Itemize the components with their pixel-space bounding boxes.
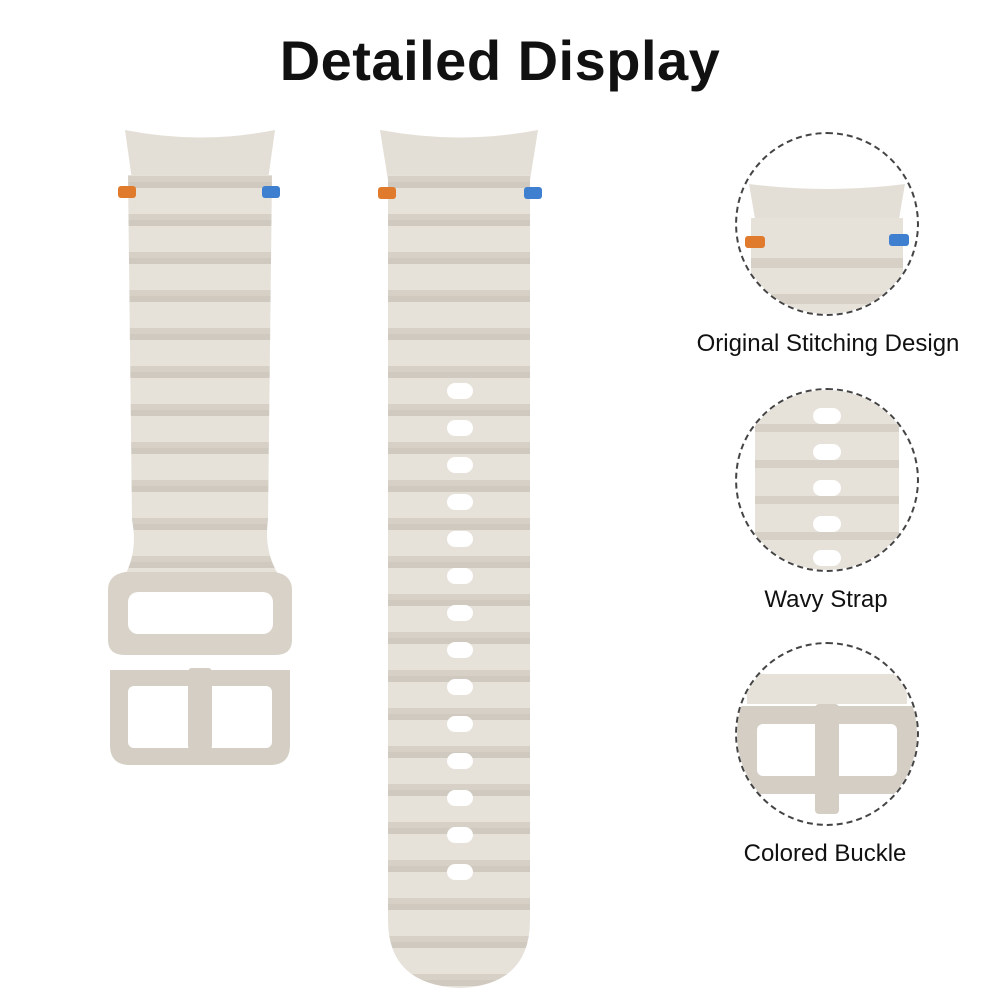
stitch-blue [524, 187, 542, 199]
stitching-detail-icon [745, 184, 909, 314]
buckle-strap-body [115, 175, 290, 590]
wavy-strap-caption: Wavy Strap [764, 586, 888, 613]
stitch-blue [262, 186, 280, 198]
hole-strap-lug [380, 130, 538, 180]
stitching-caption: Original Stitching Design [696, 330, 960, 357]
page-title: Detailed Display [279, 29, 721, 92]
buckle-strap-lug [125, 130, 275, 180]
hole-strap [378, 130, 542, 988]
buckle-pin [188, 668, 212, 750]
stitch-orange [118, 186, 136, 198]
stitching-detail-circle [735, 132, 919, 316]
stitch-orange [378, 187, 396, 199]
buckle-strap [108, 130, 292, 765]
wavy-strap-detail-circle [735, 388, 919, 572]
buckle-caption: Colored Buckle [743, 840, 907, 867]
strap-holes [447, 383, 473, 880]
buckle-detail-icon [737, 674, 917, 814]
wavy-strap-detail-icon [755, 390, 899, 570]
buckle-detail-circle [735, 642, 919, 826]
